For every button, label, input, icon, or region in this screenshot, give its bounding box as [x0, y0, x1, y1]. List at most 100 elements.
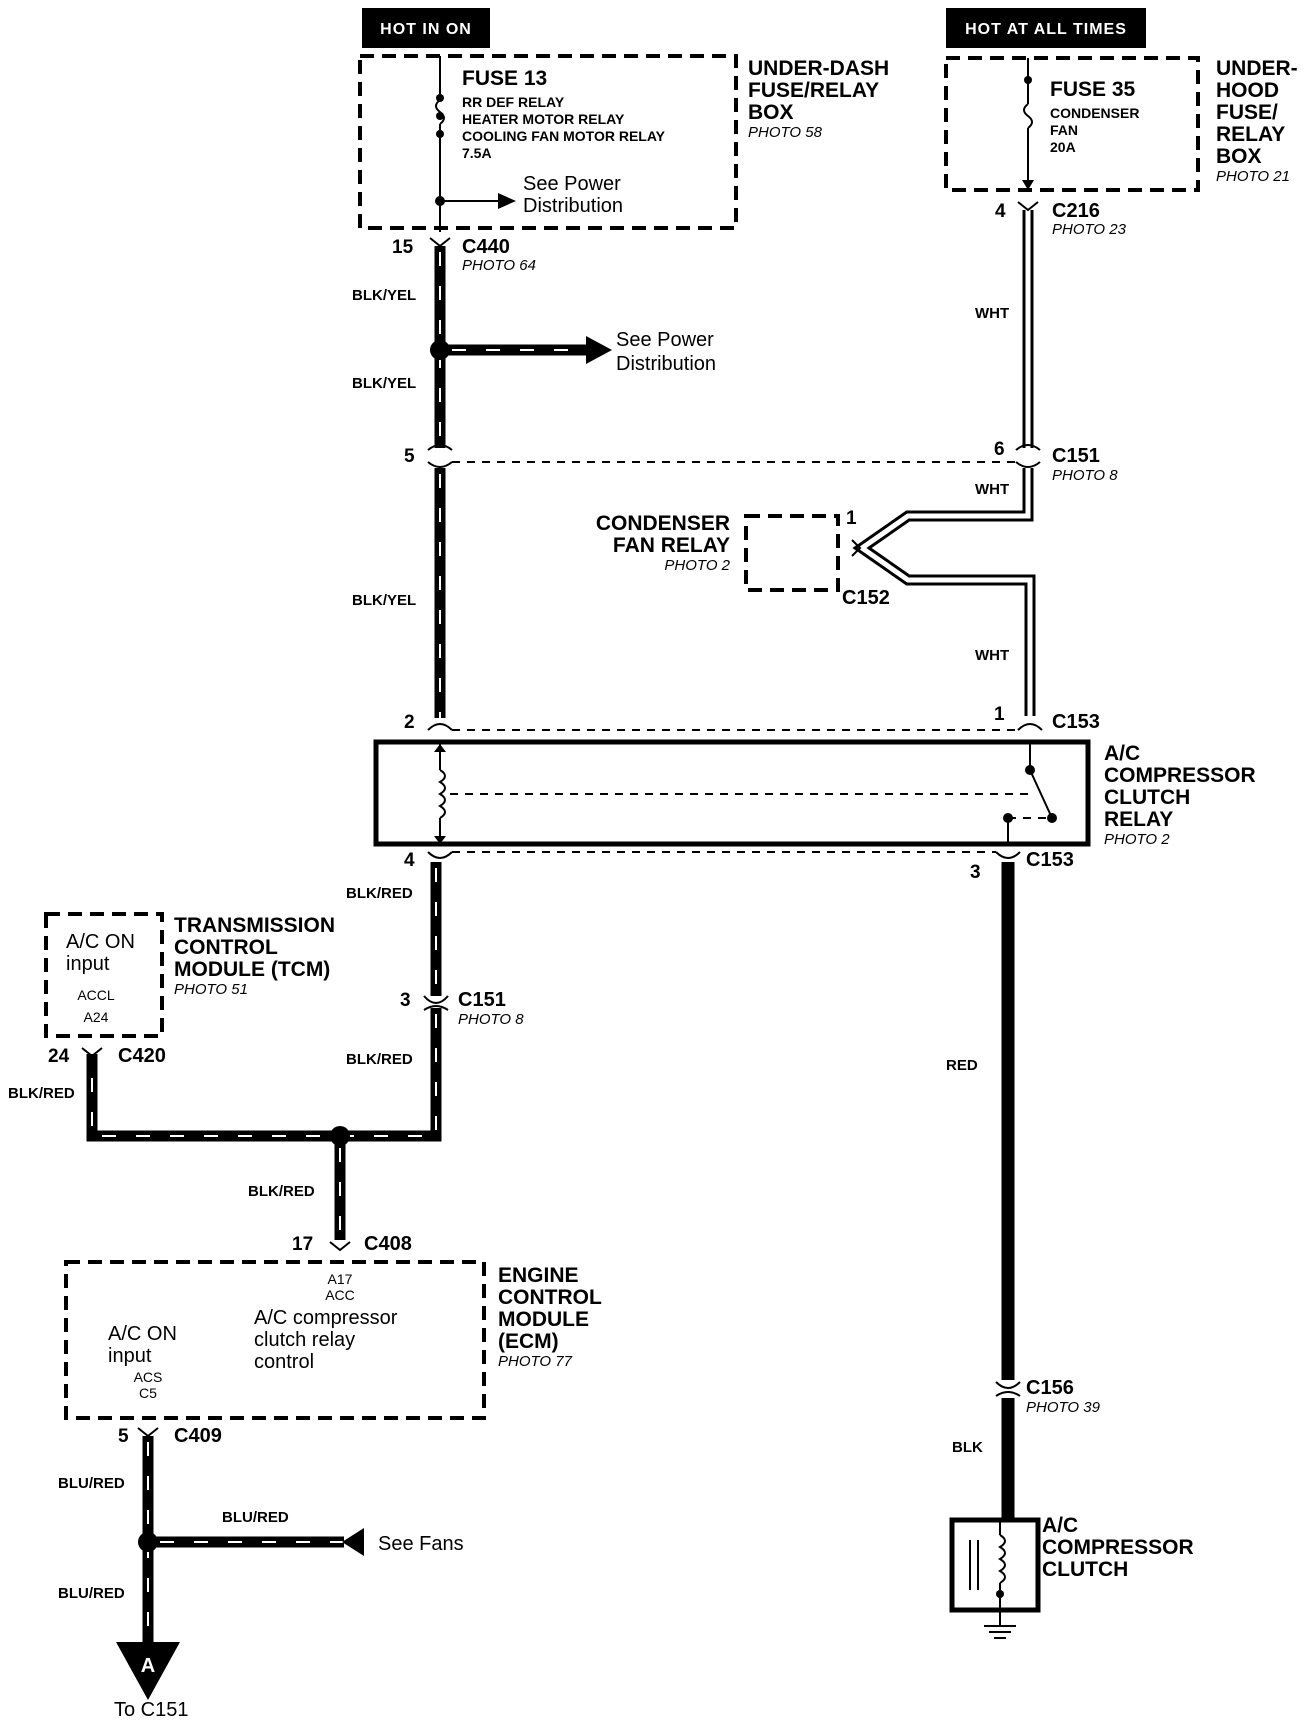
under-hood-fuse-box: FUSE 35 CONDENSER FAN 20A UNDER- HOOD FU…: [944, 56, 1298, 192]
svg-text:C153: C153: [1052, 711, 1100, 733]
transmission-control-module: A/C ON input ACCL A24 TRANSMISSION CONTR…: [44, 912, 335, 1038]
svg-text:control: control: [254, 1351, 314, 1373]
fuse-35-label: FUSE 35: [1050, 78, 1136, 101]
svg-text:3: 3: [400, 990, 411, 1011]
svg-text:C151: C151: [458, 989, 506, 1011]
svg-text:MODULE: MODULE: [498, 1308, 589, 1331]
ac-compressor-clutch: A/C COMPRESSOR CLUTCH: [949, 1514, 1194, 1639]
svg-text:input: input: [108, 1345, 152, 1367]
svg-text:BLK/RED: BLK/RED: [248, 1183, 315, 1200]
svg-text:BLU/RED: BLU/RED: [58, 1585, 125, 1602]
svg-text:ACS: ACS: [134, 1369, 163, 1385]
svg-text:6: 6: [994, 439, 1005, 460]
svg-text:A/C ON: A/C ON: [66, 931, 135, 953]
svg-text:FUSE/: FUSE/: [1216, 101, 1278, 124]
svg-text:HOT IN ON: HOT IN ON: [380, 21, 472, 38]
svg-text:A: A: [141, 1655, 155, 1677]
svg-text:See Power: See Power: [616, 329, 714, 351]
connector-c440: 15 C440 PHOTO 64: [392, 236, 536, 274]
connector-c151-mid: 3 C151 PHOTO 8: [400, 989, 524, 1028]
svg-text:C408: C408: [364, 1233, 412, 1255]
svg-text:15: 15: [392, 237, 414, 258]
svg-text:Distribution: Distribution: [523, 195, 623, 217]
svg-text:FAN RELAY: FAN RELAY: [613, 534, 730, 557]
svg-text:BLK/RED: BLK/RED: [8, 1085, 75, 1102]
svg-text:A/C: A/C: [1042, 1514, 1078, 1537]
svg-text:C216: C216: [1052, 200, 1100, 222]
svg-text:To C151: To C151: [114, 1699, 189, 1720]
svg-text:ACCL: ACCL: [77, 987, 115, 1003]
svg-text:CLUTCH: CLUTCH: [1042, 1558, 1128, 1581]
svg-text:BLK/RED: BLK/RED: [346, 1051, 413, 1068]
svg-text:CONDENSER: CONDENSER: [1050, 105, 1139, 121]
svg-text:C151: C151: [1052, 445, 1100, 467]
reference-a-arrow: A To C151: [114, 1642, 189, 1720]
svg-text:C420: C420: [118, 1045, 166, 1067]
svg-text:BLK/YEL: BLK/YEL: [352, 375, 416, 392]
svg-text:3: 3: [970, 862, 981, 883]
svg-text:COMPRESSOR: COMPRESSOR: [1104, 764, 1256, 787]
svg-text:C156: C156: [1026, 1377, 1074, 1399]
svg-text:clutch relay: clutch relay: [254, 1329, 355, 1351]
svg-text:HOOD: HOOD: [1216, 79, 1279, 102]
svg-text:C409: C409: [174, 1425, 222, 1447]
svg-text:UNDER-DASH: UNDER-DASH: [748, 57, 889, 80]
svg-text:24: 24: [48, 1046, 70, 1067]
svg-text:A/C ON: A/C ON: [108, 1323, 177, 1345]
svg-text:2: 2: [404, 712, 415, 733]
svg-text:4: 4: [404, 850, 415, 871]
connector-c153-top: 2 1 C153: [404, 704, 1100, 733]
svg-text:WHT: WHT: [975, 305, 1009, 322]
svg-text:BLK: BLK: [952, 1439, 983, 1456]
svg-text:BLK/YEL: BLK/YEL: [352, 287, 416, 304]
svg-text:TRANSMISSION: TRANSMISSION: [174, 914, 335, 937]
svg-text:PHOTO 64: PHOTO 64: [462, 257, 536, 274]
svg-text:CLUTCH: CLUTCH: [1104, 786, 1190, 809]
svg-text:C153: C153: [1026, 849, 1074, 871]
connector-c216: 4 C216 PHOTO 23: [995, 200, 1127, 238]
svg-text:Distribution: Distribution: [616, 353, 716, 375]
svg-text:HEATER MOTOR RELAY: HEATER MOTOR RELAY: [462, 111, 625, 127]
svg-text:4: 4: [995, 201, 1006, 222]
connector-c151-top: 5 6 C151 PHOTO 8: [404, 439, 1118, 484]
svg-text:HOT AT ALL TIMES: HOT AT ALL TIMES: [965, 21, 1127, 38]
svg-text:PHOTO 58: PHOTO 58: [748, 124, 823, 141]
see-fans-label: See Fans: [378, 1533, 464, 1555]
svg-text:BLU/RED: BLU/RED: [58, 1475, 125, 1492]
svg-text:1: 1: [846, 508, 857, 529]
svg-text:C440: C440: [462, 236, 510, 258]
svg-text:CONTROL: CONTROL: [174, 936, 278, 959]
svg-text:20A: 20A: [1050, 139, 1076, 155]
svg-text:ACC: ACC: [325, 1287, 355, 1303]
wire-wht: [852, 210, 1036, 716]
svg-text:WHT: WHT: [975, 481, 1009, 498]
svg-text:PHOTO 23: PHOTO 23: [1052, 221, 1127, 238]
svg-text:BOX: BOX: [748, 101, 794, 124]
svg-text:A/C compressor: A/C compressor: [254, 1307, 398, 1329]
svg-text:PHOTO 2: PHOTO 2: [1104, 831, 1170, 848]
svg-text:PHOTO 2: PHOTO 2: [664, 557, 730, 574]
svg-text:PHOTO 39: PHOTO 39: [1026, 1399, 1101, 1416]
svg-text:C5: C5: [139, 1385, 157, 1401]
wire-blk-yel: [430, 246, 612, 718]
svg-text:5: 5: [404, 446, 415, 467]
svg-text:CONDENSER: CONDENSER: [596, 512, 730, 535]
svg-text:PHOTO 8: PHOTO 8: [1052, 467, 1118, 484]
svg-text:BLK/YEL: BLK/YEL: [352, 592, 416, 609]
svg-text:ENGINE: ENGINE: [498, 1264, 579, 1287]
svg-text:BOX: BOX: [1216, 145, 1262, 168]
header-hot-in-on: HOT IN ON: [362, 8, 490, 48]
connector-c420: 24 C420: [48, 1045, 166, 1067]
wire-blu-red: [138, 1436, 364, 1644]
svg-text:COMPRESSOR: COMPRESSOR: [1042, 1536, 1194, 1559]
under-dash-fuse-box: FUSE 13 RR DEF RELAY HEATER MOTOR RELAY …: [358, 54, 889, 232]
svg-text:5: 5: [118, 1426, 129, 1447]
header-hot-at-all-times: HOT AT ALL TIMES: [946, 8, 1146, 48]
svg-text:1: 1: [994, 704, 1005, 725]
svg-text:FUSE/RELAY: FUSE/RELAY: [748, 79, 879, 102]
svg-text:C152: C152: [842, 587, 890, 609]
svg-text:RELAY: RELAY: [1104, 808, 1173, 831]
svg-text:input: input: [66, 953, 110, 975]
svg-text:BLK/RED: BLK/RED: [346, 885, 413, 902]
